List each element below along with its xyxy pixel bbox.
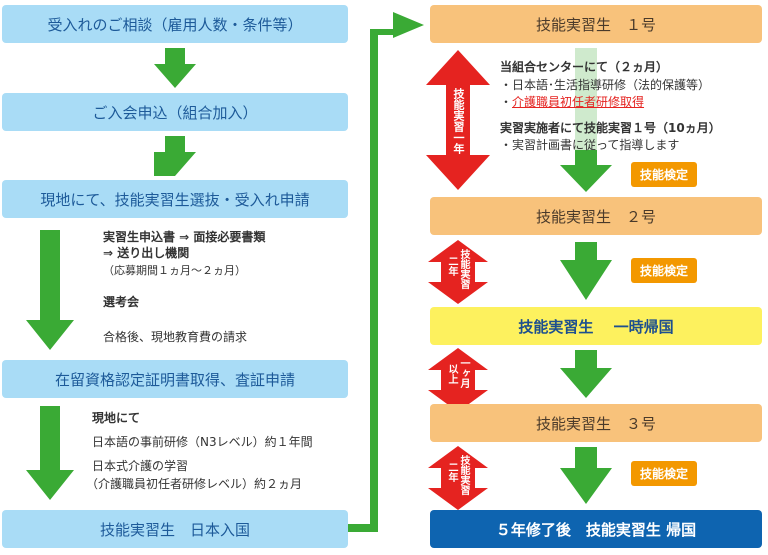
connector-arrow: [348, 12, 424, 532]
caregiver-training-note: 介護職員初任者研修取得: [512, 95, 645, 109]
note: 実習生申込書 ⇒ 面接必要書類: [103, 230, 266, 244]
temporary-return: 技能実習生 一時帰国: [430, 307, 762, 345]
down-arrow-r2: [560, 242, 612, 300]
note: 日本式介護の学習: [92, 459, 189, 473]
period-label: 一ヶ月: [458, 358, 469, 388]
note: （応募期間１ヵ月〜２ヵ月）: [103, 264, 246, 277]
note: 日本語の事前研修（N3レベル）約１年間: [92, 435, 313, 449]
down-arrow-r4: [560, 447, 612, 504]
period-label: 技能実習: [458, 455, 469, 495]
step-selection: 現地にて、技能実習生選抜・受入れ申請: [2, 180, 348, 218]
final-return: ５年修了後 技能実習生 帰国: [430, 510, 762, 548]
down-arrow-3: [26, 230, 74, 350]
double-arrow-1month: [428, 348, 488, 412]
note: 選考会: [103, 295, 140, 309]
double-arrow-2year-b: [428, 446, 488, 510]
step-entry: 技能実習生 日本入国: [2, 510, 348, 548]
down-arrow-1: [154, 48, 196, 88]
down-arrow-4: [26, 406, 74, 500]
double-arrow-1year: [426, 50, 490, 190]
down-arrow-r3: [560, 350, 612, 398]
note: 当組合センターにて（２ヵ月）: [500, 60, 669, 74]
period-label: 二年: [446, 256, 457, 276]
note: ・介護職員初任者研修取得: [500, 94, 644, 111]
note: ・実習計画書に従って指導します: [500, 138, 680, 152]
stage-1: 技能実習生 １号: [430, 5, 762, 43]
note: ⇒ 送り出し機関: [103, 246, 190, 260]
stage-2: 技能実習生 ２号: [430, 197, 762, 235]
note: ・日本語･生活指導研修（法的保護等）: [500, 78, 711, 92]
period-label: 二年: [446, 462, 457, 482]
step-visa: 在留資格認定証明書取得、査証申請: [2, 360, 348, 398]
step-membership: ご入会申込（組合加入）: [2, 93, 348, 131]
bullet: ・: [500, 95, 513, 109]
skill-test-badge: 技能検定: [631, 258, 698, 283]
down-arrow-r1: [560, 150, 612, 192]
period-label: 技能実習: [458, 249, 469, 289]
down-arrow-2: [154, 136, 196, 176]
period-label: 技能実習一年: [452, 88, 465, 154]
stage-3: 技能実習生 ３号: [430, 404, 762, 442]
note: 現地にて: [92, 411, 141, 425]
note: （介護職員初任者研修レベル）約２ヵ月: [86, 477, 303, 491]
double-arrow-2year-a: [428, 240, 488, 304]
step-consultation: 受入れのご相談（雇用人数・条件等）: [2, 5, 348, 43]
skill-test-badge: 技能検定: [631, 162, 698, 187]
skill-test-badge: 技能検定: [631, 461, 698, 486]
note: 合格後、現地教育費の請求: [103, 330, 248, 344]
note: 実習実施者にて技能実習１号（10ヵ月）: [500, 121, 721, 135]
period-label: 以上: [446, 364, 457, 384]
